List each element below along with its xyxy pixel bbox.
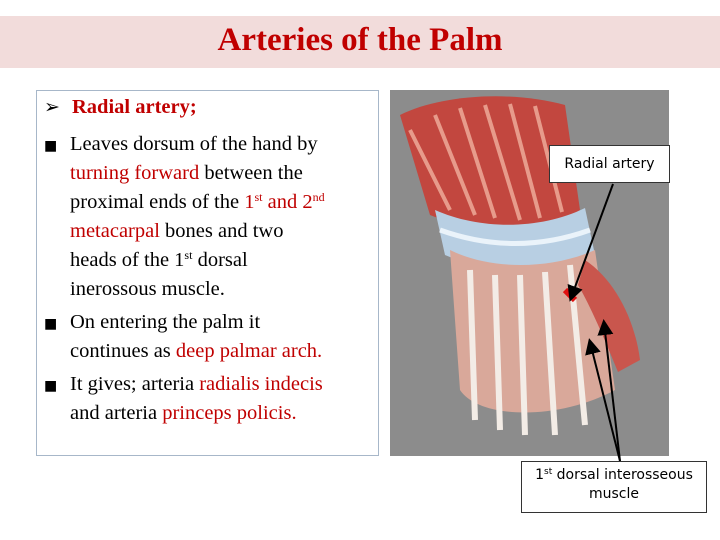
b1-line6: inerossous muscle. xyxy=(70,278,225,300)
b2-line2: continues as deep palmar arch. xyxy=(70,340,323,362)
square-bullet-icon: ■ xyxy=(44,316,58,332)
title-bar xyxy=(0,16,720,68)
b3-line1: It gives; arteria radialis indecis xyxy=(70,373,323,395)
b2-line1: On entering the palm it xyxy=(70,311,261,333)
b1-line4: metacarpal bones and two xyxy=(70,220,284,242)
b1-line5: heads of the 1st dorsal xyxy=(70,248,248,271)
slide-title: Arteries of the Palm xyxy=(217,22,503,58)
arrow-bullet-icon: ➢ xyxy=(44,96,60,118)
text-panel xyxy=(36,90,379,456)
heading-radial-artery: Radial artery; xyxy=(72,96,197,118)
square-bullet-icon: ■ xyxy=(44,138,58,154)
b1-line2: turning forward between the xyxy=(70,162,303,184)
square-bullet-icon: ■ xyxy=(44,378,58,394)
b3-line2: and arteria princeps policis. xyxy=(70,402,297,424)
b1-line3: proximal ends of the 1st and 2nd xyxy=(70,190,325,213)
b1-line1: Leaves dorsum of the hand by xyxy=(70,133,318,155)
label-radial-artery: Radial artery xyxy=(549,145,670,183)
